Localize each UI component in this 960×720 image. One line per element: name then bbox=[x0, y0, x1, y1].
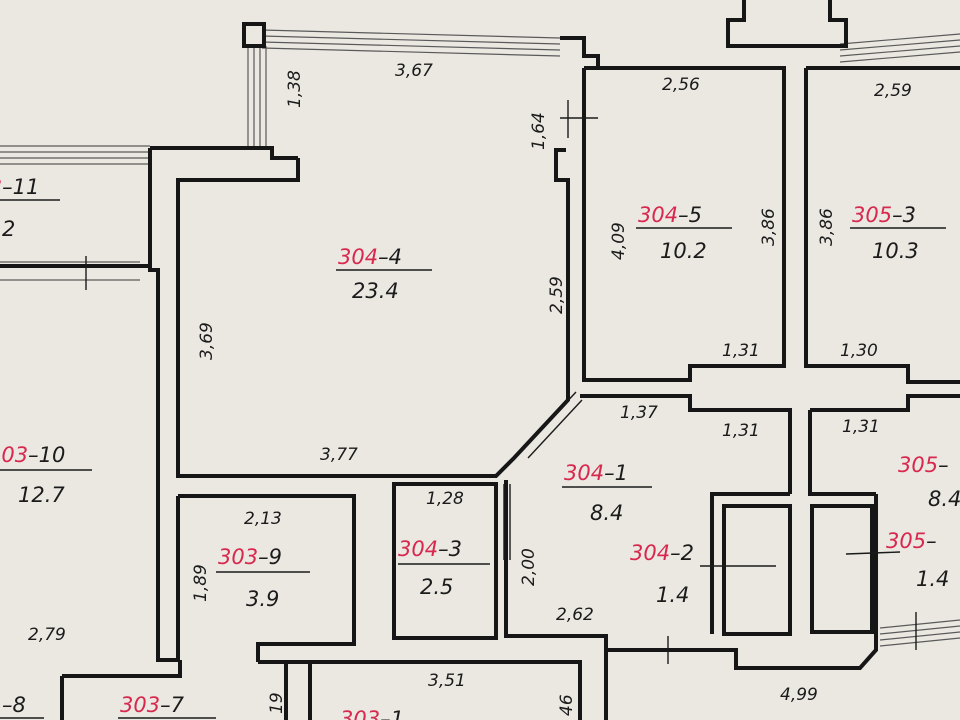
dim-label: 1,38 bbox=[285, 70, 305, 108]
window-lines bbox=[0, 29, 960, 647]
svg-text:8.4: 8.4 bbox=[590, 501, 623, 525]
svg-text:2: 2 bbox=[2, 217, 15, 241]
room-label-303-1: 303–1 bbox=[340, 707, 404, 720]
dim-label: 2,59 bbox=[547, 276, 567, 314]
dim-label: 4,99 bbox=[780, 685, 818, 705]
svg-text:304–2: 304–2 bbox=[630, 541, 694, 565]
svg-text:303–10: 303–10 bbox=[0, 443, 65, 467]
room-label-304-1: 304–1 8.4 bbox=[562, 461, 652, 525]
dim-label: 46 bbox=[557, 694, 577, 716]
dim-label: 2,56 bbox=[662, 75, 700, 95]
svg-text:303–9: 303–9 bbox=[218, 545, 282, 569]
svg-text:3.9: 3.9 bbox=[246, 587, 279, 611]
dim-label: 3,77 bbox=[320, 445, 358, 465]
dim-label: 2,79 bbox=[28, 625, 66, 645]
svg-text:10.3: 10.3 bbox=[872, 239, 919, 263]
dim-label: 3,67 bbox=[395, 61, 433, 81]
dim-label: 1,31 bbox=[722, 341, 760, 361]
room-label-305-partial-a: 305– 8.4 bbox=[898, 453, 960, 511]
svg-text:304–5: 304–5 bbox=[638, 203, 702, 227]
bathroom-305-walls bbox=[810, 504, 874, 634]
svg-text:303–1: 303–1 bbox=[340, 707, 404, 720]
room-304-3-walls bbox=[392, 482, 498, 640]
room-label-305-3: 305–3 10.3 bbox=[850, 203, 946, 263]
svg-text:–8: –8 bbox=[2, 693, 26, 717]
dim-label: 1,89 bbox=[191, 564, 211, 602]
room-label-303-7: 303–7 bbox=[118, 693, 216, 719]
svg-text:303–11: 303–11 bbox=[0, 175, 39, 199]
svg-text:305–: 305– bbox=[886, 529, 937, 553]
dim-label: 19 bbox=[267, 692, 287, 714]
dim-label: 1,64 bbox=[529, 112, 549, 150]
dim-label: 2,00 bbox=[519, 548, 539, 586]
dim-label: 1,28 bbox=[426, 489, 464, 509]
dim-label: 1,30 bbox=[840, 341, 878, 361]
svg-text:304–4: 304–4 bbox=[338, 245, 402, 269]
svg-text:2.5: 2.5 bbox=[420, 575, 453, 599]
svg-text:23.4: 23.4 bbox=[352, 279, 399, 303]
dim-label: 1,31 bbox=[722, 421, 760, 441]
dim-label: 2,59 bbox=[874, 81, 912, 101]
room-label-303-9: 303–9 3.9 bbox=[216, 545, 310, 611]
room-label-303-10: 303–10 12.7 bbox=[0, 443, 92, 507]
svg-text:12.7: 12.7 bbox=[18, 483, 65, 507]
room-label-304-3: 304–3 2.5 bbox=[398, 537, 490, 599]
svg-text:304–3: 304–3 bbox=[398, 537, 462, 561]
room-label-8: –8 bbox=[0, 693, 44, 719]
dim-label: 1,31 bbox=[842, 417, 880, 437]
svg-text:304–1: 304–1 bbox=[564, 461, 628, 485]
svg-text:1.4: 1.4 bbox=[656, 583, 689, 607]
dim-label: 2,13 bbox=[244, 509, 282, 529]
svg-text:8.4: 8.4 bbox=[928, 487, 960, 511]
room-labels: 304–4 23.4 304–5 10.2 305–3 10.3 304–1 8… bbox=[0, 175, 960, 720]
column bbox=[242, 22, 266, 48]
dim-label: 3,86 bbox=[759, 208, 779, 246]
dim-label: 3,69 bbox=[197, 322, 217, 360]
dimension-ticks bbox=[85, 100, 917, 664]
room-label-304-2: 304–2 1.4 bbox=[630, 541, 694, 607]
room-label-304-4: 304–4 23.4 bbox=[336, 245, 432, 303]
room-label-304-5: 304–5 10.2 bbox=[636, 203, 732, 263]
diagonal-door bbox=[503, 391, 583, 560]
dim-label: 3,51 bbox=[428, 671, 466, 691]
bathroom-304-2-walls bbox=[722, 504, 792, 636]
dim-label: 2,62 bbox=[556, 605, 594, 625]
room-label-303-11: 303–11 2 bbox=[0, 175, 60, 241]
svg-text:305–: 305– bbox=[898, 453, 949, 477]
svg-text:303–7: 303–7 bbox=[120, 693, 185, 717]
dimension-labels: 3,67 1,38 1,64 2,56 2,59 4,09 3,86 3,86 … bbox=[28, 61, 912, 716]
dim-label: 1,37 bbox=[620, 403, 658, 423]
svg-text:10.2: 10.2 bbox=[660, 239, 707, 263]
dim-label: 4,09 bbox=[609, 222, 629, 260]
svg-text:305–3: 305–3 bbox=[852, 203, 916, 227]
room-label-305-partial-b: 305– 1.4 bbox=[886, 529, 949, 591]
svg-text:1.4: 1.4 bbox=[916, 567, 949, 591]
dim-label: 3,86 bbox=[817, 208, 837, 246]
